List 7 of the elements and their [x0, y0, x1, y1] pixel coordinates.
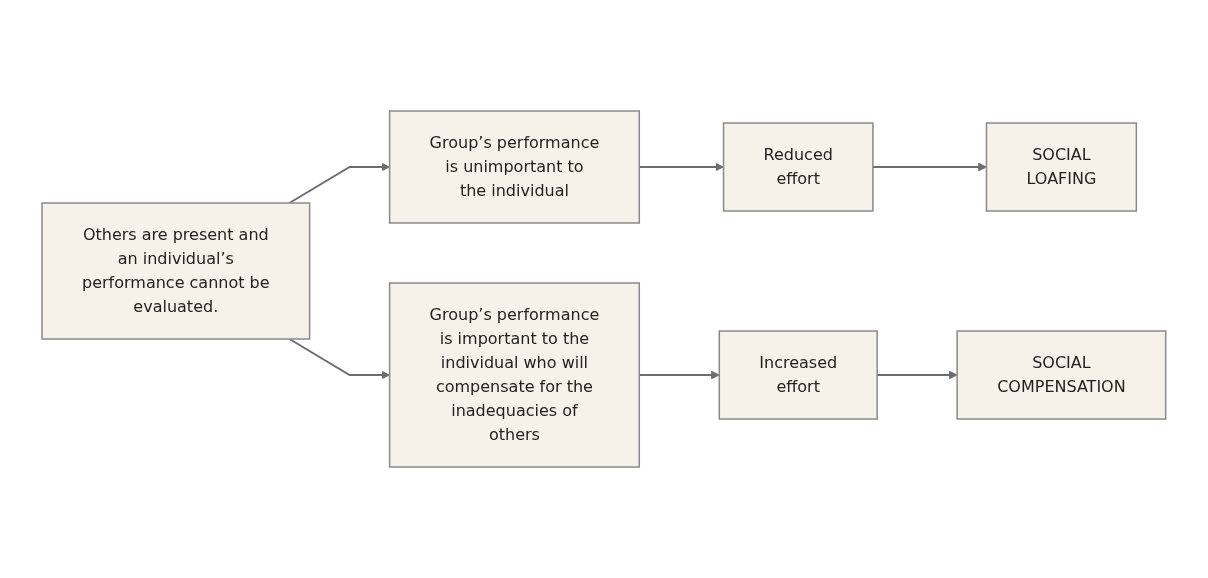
- node-box: SOCIAL COMPENSATION: [956, 330, 1167, 420]
- node-box: Group’s performance is unimportant to the individual: [389, 110, 641, 224]
- node-box: Increased effort: [718, 330, 879, 420]
- node-box: SOCIAL LOAFING: [985, 122, 1138, 212]
- node-box: Group’s performance is important to the individual who will compensate for the inadequacies of others: [389, 282, 641, 468]
- node-box: Reduced effort: [722, 122, 874, 212]
- node-box: Others are present and an individual’s performance cannot be evaluated.: [41, 202, 311, 340]
